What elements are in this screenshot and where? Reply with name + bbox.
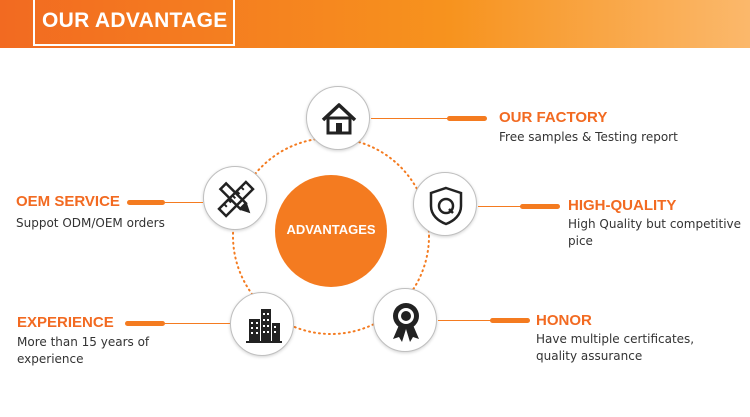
quality-connector: [478, 206, 522, 207]
experience-title: EXPERIENCE: [17, 314, 114, 331]
factory-accent-bar: [447, 116, 487, 121]
oem-accent-bar: [127, 200, 165, 205]
center-label: ADVANTAGES: [286, 222, 376, 237]
center-circle: [275, 175, 387, 287]
page-title: OUR ADVANTAGE: [42, 9, 228, 32]
ruler-pencil-icon: [217, 180, 255, 218]
award-rosette-icon: [393, 303, 419, 342]
oem-node: [203, 166, 267, 230]
factory-desc: Free samples & Testing report: [499, 130, 678, 144]
honor-desc: Have multiple certificates, quality assu…: [536, 332, 695, 363]
honor-title: HONOR: [536, 312, 592, 329]
quality-title: HIGH-QUALITY: [568, 197, 677, 214]
oem-connector: [165, 202, 203, 203]
factory-node: [306, 86, 370, 150]
experience-connector: [165, 323, 230, 324]
quality-accent-bar: [520, 204, 560, 209]
honor-connector: [438, 320, 493, 321]
factory-connector: [371, 118, 451, 119]
oem-title: OEM SERVICE: [16, 193, 120, 210]
header-title-frame: [33, 0, 235, 46]
quality-node: [413, 172, 477, 236]
shield-q-icon: [429, 186, 463, 226]
experience-node: [230, 292, 294, 356]
quality-desc: High Quality but competitive pice: [568, 217, 742, 248]
honor-node: [373, 288, 437, 352]
buildings-icon: [246, 309, 282, 343]
oem-desc: Suppot ODM/OEM orders: [16, 216, 165, 230]
factory-title: OUR FACTORY: [499, 109, 608, 126]
house-icon: [321, 103, 357, 135]
header-banner: [0, 0, 750, 48]
honor-accent-bar: [490, 318, 530, 323]
experience-desc: More than 15 years of experience: [17, 335, 150, 366]
experience-accent-bar: [125, 321, 165, 326]
